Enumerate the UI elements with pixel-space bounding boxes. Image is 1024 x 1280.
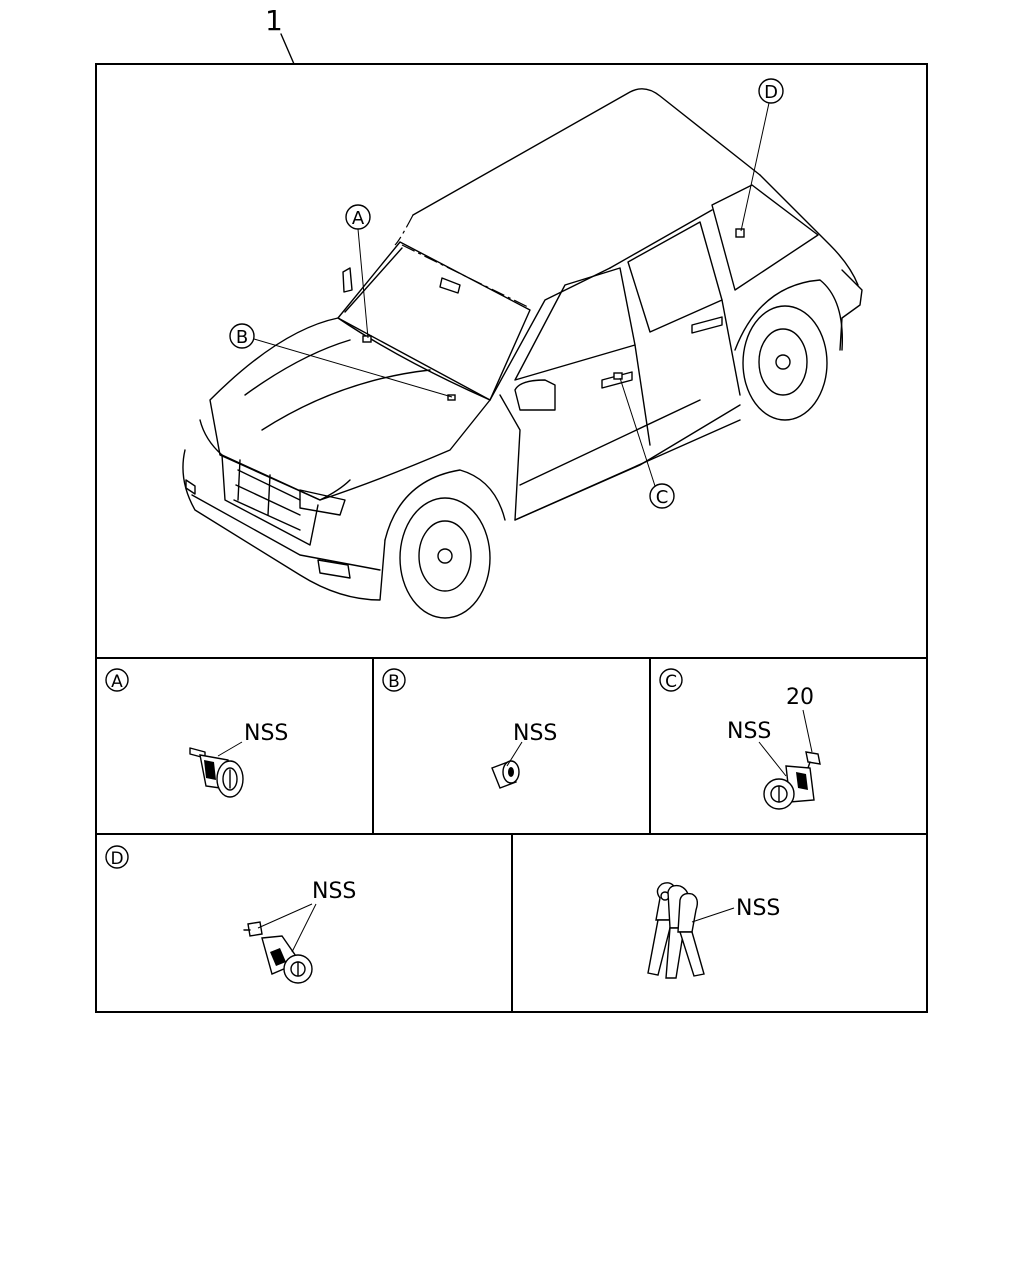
panel-c-nss-label: NSS	[727, 719, 771, 744]
panel-a-lock-cylinder	[189, 747, 244, 798]
locator-marker-a	[362, 335, 372, 343]
leader-line-c	[619, 377, 656, 487]
panel-d-lock-cylinder	[261, 935, 313, 984]
panel-c-nss-leader	[758, 741, 787, 777]
key-right	[677, 892, 705, 977]
panel-d-small-clip	[243, 921, 263, 937]
locator-marker-d	[735, 228, 745, 238]
locator-letter-c: C	[649, 483, 675, 509]
panel-b-lock-cylinder	[491, 760, 520, 789]
svg-text:C: C	[665, 672, 677, 692]
locator-marker-c	[613, 372, 623, 380]
locator-letter-d: D	[758, 78, 784, 104]
panel-d-nss-leader-1	[257, 903, 313, 929]
svg-text:D: D	[110, 849, 123, 869]
locator-letter-b: B	[229, 323, 255, 349]
leader-line-b	[253, 338, 453, 398]
panel-e-nss-label: NSS	[736, 896, 780, 921]
vehicle-illustration	[182, 88, 863, 619]
panel-b-letter: B	[382, 668, 406, 692]
panel-c-part-20-label: 20	[786, 685, 814, 710]
svg-text:B: B	[388, 672, 400, 692]
assembly-leader-line	[280, 33, 295, 65]
locator-letter-a: A	[345, 204, 371, 230]
panel-e-key-set	[647, 882, 705, 979]
svg-text:A: A	[111, 672, 123, 692]
panel-a-letter: A	[105, 668, 129, 692]
svg-text:A: A	[352, 208, 365, 229]
panel-c-letter: C	[659, 668, 683, 692]
svg-text:D: D	[764, 82, 778, 103]
panel-c-part-20-leader	[802, 709, 813, 753]
panel-c-clip	[805, 751, 821, 769]
leader-line-a	[357, 228, 369, 339]
panel-e-nss-leader	[691, 907, 735, 923]
panel-b-nss-leader	[506, 741, 523, 767]
leader-line-d	[740, 102, 770, 232]
panel-c-lock-cylinder	[763, 765, 815, 810]
panel-d-letter: D	[105, 845, 129, 869]
panel-a-nss-leader	[217, 741, 243, 757]
svg-text:B: B	[236, 327, 248, 348]
locator-marker-b	[447, 394, 456, 401]
panel-a-nss-label: NSS	[244, 721, 288, 746]
panel-d-nss-label: NSS	[312, 879, 356, 904]
assembly-number-label: 1	[265, 4, 283, 37]
panel-d-nss-leader-2	[291, 903, 317, 953]
panel-b-nss-label: NSS	[513, 721, 557, 746]
svg-text:C: C	[656, 487, 669, 508]
